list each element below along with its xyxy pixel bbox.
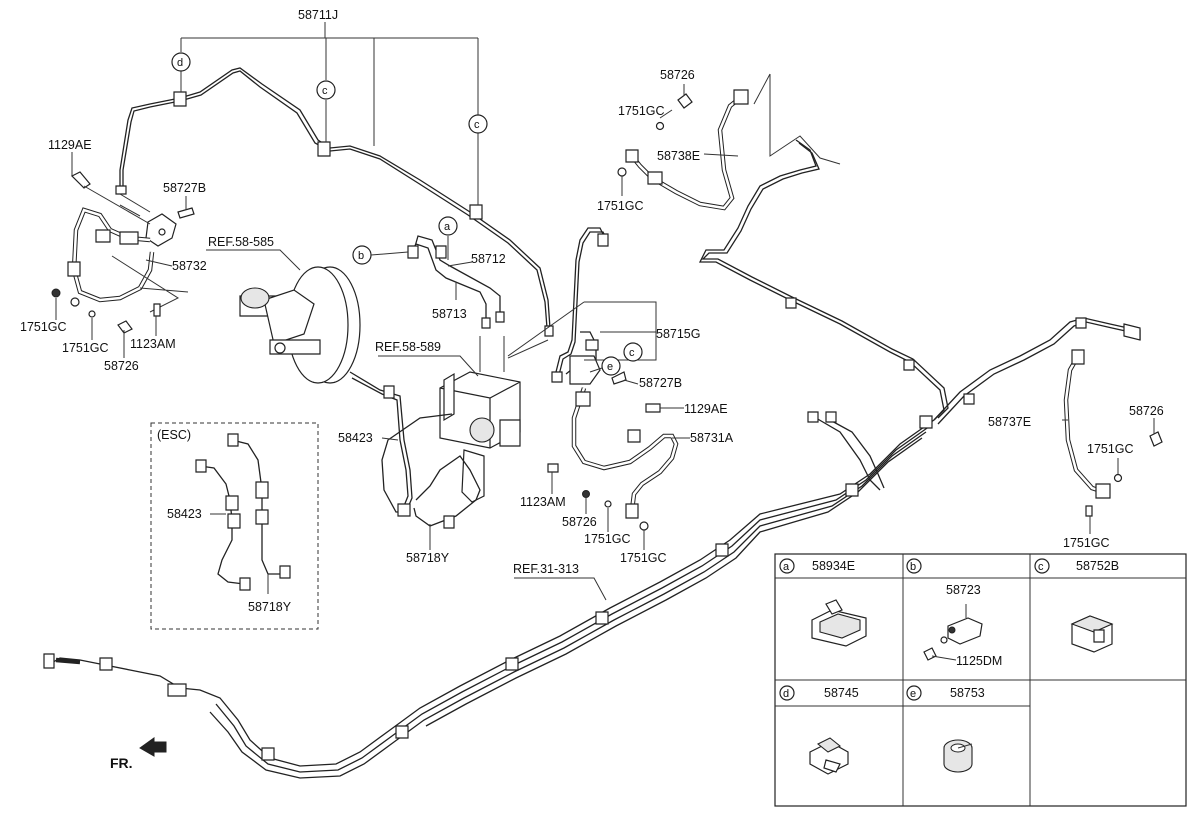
svg-text:c: c	[1038, 561, 1044, 573]
svg-text:c: c	[474, 119, 480, 131]
bracket-58723-icon	[923, 604, 983, 661]
legend-part-1125DM: 1125DM	[956, 654, 1002, 668]
label-1751GC-left-2: 1751GC	[62, 341, 109, 355]
esc-title: (ESC)	[157, 428, 191, 442]
legend-cell-b: b 58723 1125DM	[906, 558, 1002, 668]
legend-part-58723: 58723	[946, 583, 981, 597]
svg-text:b: b	[358, 250, 364, 262]
label-58727B-right: 58727B	[639, 376, 682, 390]
clip-58745-icon	[809, 737, 849, 775]
label-ref-58-589: REF.58-589	[375, 340, 441, 354]
rear-brake-lines	[43, 139, 1141, 779]
svg-text:c: c	[322, 85, 328, 97]
label-1751GC-rear-right-1: 1751GC	[1087, 442, 1134, 456]
legend-cell-a: a 58934E	[779, 558, 867, 647]
label-58423-esc: 58423	[167, 507, 202, 521]
callout-d: d	[171, 52, 191, 72]
label-58726-rear-right: 58726	[1129, 404, 1164, 418]
svg-text:d: d	[783, 688, 789, 700]
legend-cell-e: e 58753	[906, 685, 985, 773]
hose-58738E	[617, 73, 841, 211]
label-1751GC-top-1: 1751GC	[618, 104, 665, 118]
label-1751GC-rear-right-2: 1751GC	[1063, 536, 1110, 550]
legend-part-58934E: 58934E	[812, 559, 855, 573]
label-58726-middle: 58726	[562, 515, 597, 529]
brake-lines-58712-58713	[407, 235, 505, 329]
label-58718Y-middle: 58718Y	[406, 551, 450, 565]
label-58726-top: 58726	[660, 68, 695, 82]
svg-text:e: e	[910, 688, 916, 700]
label-58715G: 58715G	[656, 327, 700, 341]
svg-text:c: c	[629, 347, 635, 359]
label-ref-58-585: REF.58-585	[208, 235, 274, 249]
hose-58737E	[1062, 349, 1163, 517]
front-direction-arrow	[139, 737, 167, 757]
hose-58715G-58731A	[507, 227, 679, 531]
brake-line-58711J	[115, 37, 554, 337]
legend-cell-d: d 58745	[779, 685, 859, 775]
label-1751GC-middle-2: 1751GC	[620, 551, 667, 565]
callout-b: b	[352, 245, 409, 265]
legend-part-58745: 58745	[824, 686, 859, 700]
label-58423-middle: 58423	[338, 431, 373, 445]
callout-c-2: c	[468, 114, 488, 134]
label-1129AE-right: 1129AE	[684, 402, 728, 416]
legend-table: a 58934E b 58723 1125DM c 58	[774, 553, 1187, 807]
callout-c-3: c	[623, 342, 643, 362]
label-ref-31-313: REF.31-313	[513, 562, 579, 576]
callout-c-1: c	[316, 80, 336, 100]
clip-58934E-icon	[811, 599, 867, 647]
abs-hecu-unit	[378, 336, 549, 503]
legend-part-58753: 58753	[950, 686, 985, 700]
label-58731A: 58731A	[690, 431, 734, 445]
callout-a: a	[438, 216, 458, 236]
esc-inset	[150, 422, 319, 630]
brake-lines-58423-58718Y	[349, 371, 481, 540]
label-58726-left: 58726	[104, 359, 139, 373]
svg-text:a: a	[444, 221, 451, 233]
brake-booster	[206, 249, 361, 384]
label-58732: 58732	[172, 259, 207, 273]
clip-58753-icon	[943, 739, 973, 773]
legend-cell-c: c 58752B	[1034, 558, 1119, 653]
label-1751GC-top-2: 1751GC	[597, 199, 644, 213]
svg-text:b: b	[910, 561, 916, 573]
label-1129AE-left: 1129AE	[48, 138, 92, 152]
hose-58732	[51, 171, 195, 334]
label-1123AM-left: 1123AM	[130, 337, 176, 351]
label-58713: 58713	[432, 307, 467, 321]
label-58738E: 58738E	[657, 149, 700, 163]
callout-e: e	[589, 356, 621, 376]
clip-58752B-icon	[1070, 615, 1114, 653]
svg-text:e: e	[607, 361, 613, 373]
label-58727B-left: 58727B	[163, 181, 206, 195]
label-58737E: 58737E	[988, 415, 1031, 429]
label-58711J: 58711J	[298, 8, 338, 22]
svg-text:d: d	[177, 57, 183, 69]
label-1751GC-middle-1: 1751GC	[584, 532, 631, 546]
label-58712: 58712	[471, 252, 506, 266]
label-1751GC-left-1: 1751GC	[20, 320, 67, 334]
label-1123AM-right: 1123AM	[520, 495, 566, 509]
legend-part-58752B: 58752B	[1076, 559, 1119, 573]
label-58718Y-esc: 58718Y	[248, 600, 292, 614]
svg-text:a: a	[783, 561, 790, 573]
front-label: FR.	[110, 755, 133, 771]
